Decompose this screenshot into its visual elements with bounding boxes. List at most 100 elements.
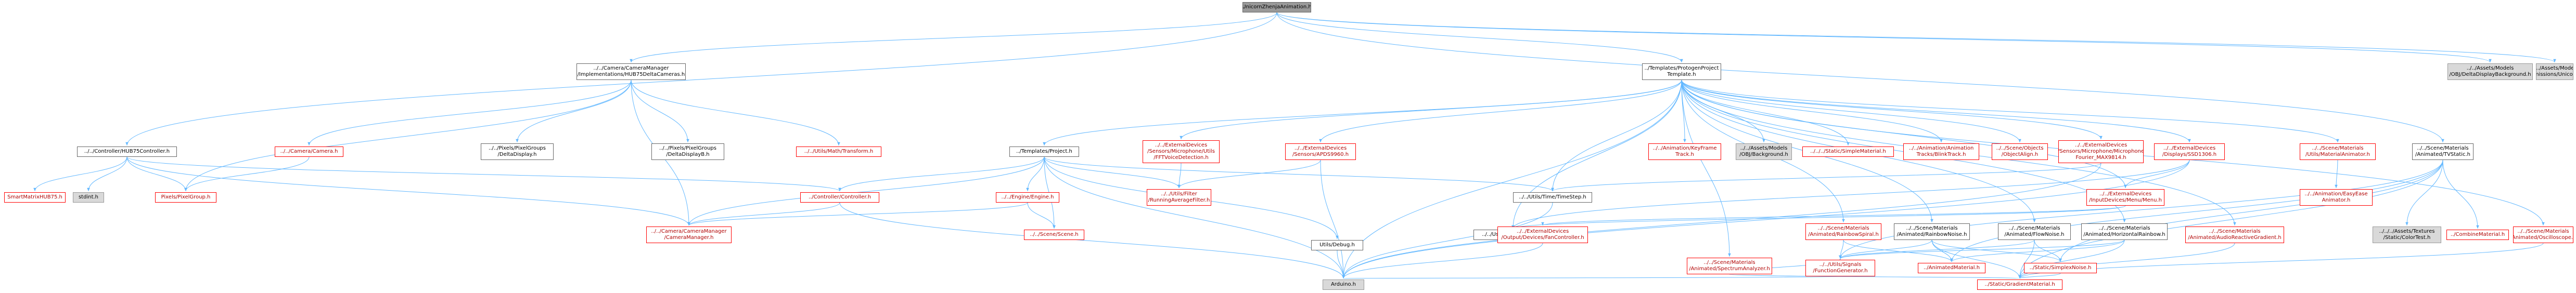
- node-scene-objects-align[interactable]: ../../Scene/Objects/ObjectAlign.h: [1992, 143, 2048, 160]
- node-animated-material[interactable]: ../AnimatedMaterial.h: [1918, 263, 1985, 273]
- edge-ext_mic_fourier-to-utils_timestep: [1551, 163, 2101, 192]
- node-arduino[interactable]: Arduino.h: [1323, 279, 1364, 290]
- node-pixelgroups-deltadisplay[interactable]: ../../Pixels/PixelGroups/DeltaDisplay.h: [481, 143, 554, 160]
- edge-scene_tvstatic-to-animated_material: [1950, 159, 2443, 262]
- edge-scene_utils_material_animator-to-anim_easy_ease: [2335, 159, 2338, 189]
- node-label-line: ../../Assets/Models: [2536, 65, 2573, 71]
- edge-scene_spectrum-to-gradient_material: [1729, 274, 2021, 279]
- node-ext-ssd1306[interactable]: ../../ExternalDevices/Displays/SSD1306.h: [2154, 143, 2225, 160]
- node-utils-signals[interactable]: ../../Utils/Signals/FunctionGenerator.h: [1805, 260, 1875, 276]
- node-ext-fan-controller[interactable]: ../../ExternalDevices/Output/Devices/Fan…: [1497, 227, 1588, 243]
- edge-ext_apds9960-to-arduino: [1320, 159, 1345, 279]
- node-templates-project[interactable]: ../Templates/Project.h: [1009, 146, 1079, 157]
- node-label-line: /OBJ/Background.h: [1739, 152, 1788, 157]
- node-root[interactable]: UnicornZhenjaAnimation.h: [1242, 2, 1311, 12]
- edge-ext_ssd1306-to-user_configuration: [1511, 159, 2190, 229]
- node-label-line: ../../Pixels/PixelGroups: [489, 145, 546, 151]
- edge-templates_protogen-to-scene_spectrum: [1681, 79, 1731, 257]
- edge-controller_controller-to-arduino: [839, 202, 1345, 279]
- node-label-line: ../CombineMaterial.h: [2450, 232, 2505, 237]
- edge-utils_signals-to-arduino: [1343, 275, 1841, 279]
- node-ext-input-menu[interactable]: ../../ExternalDevices/InputDevices/Menu/…: [2086, 189, 2164, 206]
- edge-templates_protogen-to-ext_mic_fft: [1180, 79, 1682, 140]
- node-utils-math-transform[interactable]: ../../Utils/Math/Transform.h: [796, 146, 881, 157]
- node-label-line: ../../Scene/Scene.h: [1030, 232, 1079, 237]
- node-utils-filter[interactable]: ../../Utils/Filter/RunningAverageFilter.…: [1147, 189, 1211, 206]
- node-simplex-noise[interactable]: ../Static/SimplexNoise.h: [2024, 263, 2097, 273]
- node-label-line: /OBJ/DeltaDisplayBackground.h: [2449, 72, 2531, 77]
- node-asset-delta-bg[interactable]: ../../Assets/Models/OBJ/DeltaDisplayBack…: [2447, 63, 2533, 80]
- node-label-line: /FunctionGenerator.h: [1813, 268, 1868, 274]
- node-label-line: /Animated/TVStatic.h: [2415, 152, 2471, 157]
- edge-camera_manager_impl-to-pixelgroups_deltadisplayb: [631, 79, 689, 143]
- node-label-line: ../../ExternalDevices: [2074, 142, 2128, 148]
- node-scene-oscilloscope[interactable]: ../../Scene/Materials/Animated/Oscillosc…: [2513, 227, 2573, 243]
- node-label-line: /RunningAverageFilter.h: [1148, 197, 1210, 203]
- node-stdint[interactable]: stdint.h: [73, 192, 104, 203]
- node-scene-scene[interactable]: ../../Scene/Scene.h: [1024, 230, 1084, 240]
- node-label-line: /DeltaDisplayB.h: [666, 152, 710, 157]
- node-label-line: ../../Scene/Materials: [2312, 145, 2364, 151]
- node-label-line: /Sensors/Microphone/Microphone: [2058, 149, 2144, 154]
- node-camera-camera[interactable]: ../../Camera/Camera.h: [275, 146, 343, 157]
- node-controller-hub75[interactable]: ../../Controller/HUB75Controller.h: [77, 146, 177, 157]
- node-scene-rainbow-spiral[interactable]: ../../Scene/Materials/Animated/RainbowSp…: [1805, 223, 1881, 240]
- node-pixelgroups-deltadisplayb[interactable]: ../../Pixels/PixelGroups/DeltaDisplayB.h: [651, 143, 724, 160]
- node-label-line: /InputDevices/Menu/Menu.h: [2089, 197, 2162, 203]
- node-ext-mic-fft[interactable]: ../../ExternalDevices/Sensors/Microphone…: [1143, 140, 1220, 163]
- edge-ext_input_menu-to-user_configuration: [1511, 205, 2126, 229]
- node-engine[interactable]: ../../Engine/Engine.h: [996, 192, 1059, 203]
- node-label-line: /Static/ColorTest.h: [2383, 235, 2431, 241]
- node-scene-tvstatic[interactable]: ../../Scene/Materials/Animated/TVStatic.…: [2412, 143, 2474, 160]
- node-gradient-material[interactable]: ../Static/GradientMaterial.h: [1977, 279, 2062, 290]
- node-scene-horizontal-rainbow[interactable]: ../../Scene/Materials/Animated/Horizonta…: [2081, 223, 2168, 240]
- node-label-line: ../../Utils/Signals: [1819, 262, 1862, 268]
- edge-scene_horizontal_rainbow-to-utils_signals: [1839, 239, 2125, 259]
- node-label-line: ../../Assets/Models: [2466, 65, 2514, 71]
- node-label-line: ../../Scene/Objects: [1996, 145, 2044, 151]
- node-ext-apds9960[interactable]: ../../ExternalDevices/Sensors/APDS9960.h: [1285, 143, 1356, 160]
- node-label-line: ../../Scene/Materials: [1817, 225, 1869, 231]
- edge-templates_project-to-utils_filter: [1044, 156, 1181, 189]
- edge-camera_manager_impl-to-pixelgroups_deltadisplay: [516, 79, 632, 143]
- node-label-line: /CameraManager.h: [664, 235, 714, 241]
- node-static-simple-material[interactable]: ../../../Static/SimpleMaterial.h: [1802, 146, 1894, 157]
- node-scene-spectrum[interactable]: ../../Scene/Materials/Animated/SpectrumA…: [1687, 258, 1772, 274]
- edge-templates_protogen-to-scene_objects_align: [1681, 79, 2021, 143]
- node-utils-timestep[interactable]: ../../Utils/Time/TimeStep.h: [1513, 192, 1592, 203]
- node-asset-obj-background[interactable]: ../../Assets/Models/OBJ/Background.h: [1736, 143, 1792, 160]
- node-scene-rainbow-noise[interactable]: ../../Scene/Materials/Animated/RainbowNo…: [1894, 223, 1970, 240]
- node-combine-material[interactable]: ../CombineMaterial.h: [2446, 230, 2509, 240]
- node-smartmatrix[interactable]: SmartMatrixHUB75.h: [4, 192, 66, 203]
- edge-utils_debug-to-arduino: [1337, 250, 1345, 279]
- edge-controller_hub75-to-camera_manager: [126, 156, 690, 226]
- node-label-line: UnicornZhenjaAnimation.h: [1242, 4, 1311, 10]
- node-label-line: Track.h: [1675, 152, 1694, 157]
- edge-ext_input_menu-to-ext_fan_controller: [1541, 205, 2126, 226]
- node-asset-unicorn[interactable]: ../../Assets/Models/FBX/Commissions/Unic…: [2536, 63, 2573, 80]
- node-label-line: /Animated/RainbowSpiral.h: [1808, 232, 1879, 237]
- node-scene-utils-material-animator[interactable]: ../../Scene/Materials/Utils/MaterialAnim…: [2300, 143, 2376, 160]
- node-label-line: ../../Scene/Materials: [1906, 225, 1958, 231]
- node-asset-color-test[interactable]: ../../../Assets/Textures/Static/ColorTes…: [2373, 227, 2441, 243]
- node-utils-debug[interactable]: Utils/Debug.h: [1311, 240, 1363, 250]
- node-label-line: /Animated/AudioReactiveGradient.h: [2188, 235, 2282, 241]
- node-controller-controller[interactable]: ../Controller/Controller.h: [800, 192, 879, 203]
- node-label-line: /Displays/SSD1306.h: [2162, 152, 2217, 157]
- node-ext-mic-fourier[interactable]: ../../ExternalDevices/Sensors/Microphone…: [2058, 140, 2144, 163]
- node-scene-flow-noise[interactable]: ../../Scene/Materials/Animated/FlowNoise…: [1998, 223, 2071, 240]
- edge-scene_rainbow_noise-to-simplex_noise: [1931, 239, 2062, 262]
- edge-scene_flow_noise-to-utils_signals: [1839, 239, 2035, 259]
- edge-root-to-controller_hub75: [125, 12, 1277, 146]
- node-camera-manager-impl[interactable]: ../../Camera/CameraManager/Implementatio…: [576, 63, 686, 80]
- node-label-line: ../../Animation/Animation: [1908, 145, 1974, 151]
- node-scene-audio-gradient[interactable]: ../../Scene/Materials/Animated/AudioReac…: [2185, 227, 2284, 243]
- edge-root-to-camera_manager_impl: [630, 12, 1277, 63]
- node-camera-manager[interactable]: ../../Camera/CameraManager/CameraManager…: [646, 227, 732, 243]
- edge-templates_project-to-camera_manager: [687, 156, 1045, 226]
- node-pixelgroup[interactable]: Pixels/PixelGroup.h: [155, 192, 216, 203]
